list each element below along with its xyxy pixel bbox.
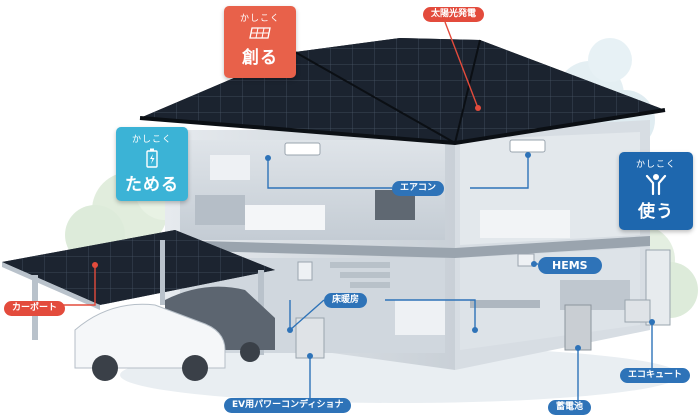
badge-create: かしこく 創る: [224, 6, 296, 78]
label-carport: カーポート: [4, 301, 66, 316]
badge-use-title: 使う: [638, 202, 674, 222]
label-storage-battery: 蓄電池: [548, 400, 592, 415]
label-solar: 太陽光発電: [423, 7, 485, 22]
badge-store: かしこく ためる: [116, 127, 188, 201]
ground-shadow: [120, 347, 680, 403]
hems-unit: [517, 253, 535, 267]
badge-create-small: かしこく: [239, 14, 280, 24]
air-conditioner-units: [284, 139, 546, 156]
person-icon: [645, 174, 667, 195]
label-ev-conditioner: EV用パワーコンディショナ: [224, 398, 352, 413]
label-hems: HEMS: [538, 257, 602, 274]
solar-panel-icon: [249, 27, 271, 39]
badge-store-small: かしこく: [131, 135, 172, 145]
label-floor-heating: 床暖房: [324, 293, 368, 308]
badge-create-title: 創る: [242, 48, 278, 68]
battery-icon: [146, 148, 158, 168]
ev-power-conditioner: [295, 317, 325, 359]
badge-use: かしこく 使う: [619, 152, 693, 230]
storage-battery-unit: [564, 304, 592, 351]
label-ecocute: エコキュート: [620, 368, 691, 383]
label-aircon: エアコン: [392, 181, 445, 196]
ev-charger: [297, 261, 313, 281]
badge-store-title: ためる: [125, 175, 179, 195]
connector-lines: [55, 21, 655, 400]
cars: [74, 286, 275, 381]
ecocute-unit: [624, 249, 671, 326]
badge-use-small: かしこく: [635, 160, 676, 170]
